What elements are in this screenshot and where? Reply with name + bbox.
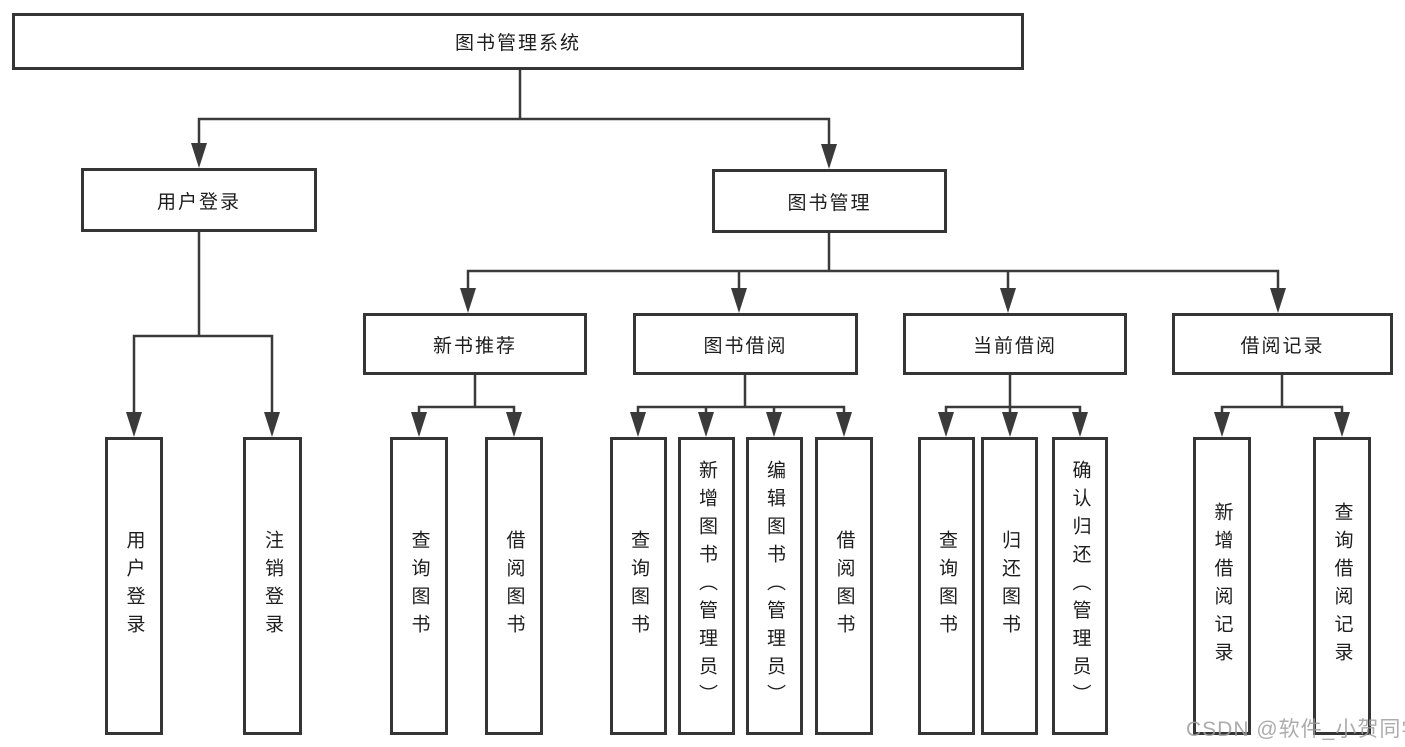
arrowhead-icon: [1270, 288, 1286, 313]
node-query-book-current: 查询图书: [918, 437, 975, 735]
connector-records-children: [1220, 373, 1344, 417]
arrowhead-icon: [506, 412, 522, 437]
node-new-book-recommendation: 新书推荐: [363, 313, 587, 375]
arrowhead-icon: [460, 288, 476, 313]
node-book-management: 图书管理: [712, 169, 947, 233]
connector-newbook-children: [417, 373, 516, 417]
arrowhead-icon: [264, 412, 280, 437]
arrowhead-icon: [1214, 412, 1230, 437]
node-query-book-borrowing: 查询图书: [610, 437, 667, 735]
watermark: CSDN @软件_小贺同学: [1186, 718, 1405, 741]
connector-book-mgmt-to-level3: [466, 231, 1280, 293]
node-book-borrowing: 图书借阅: [633, 313, 858, 375]
node-borrow-book-recommend: 借阅图书: [485, 437, 543, 735]
arrowhead-icon: [1334, 412, 1350, 437]
node-query-borrow-record: 查询借阅记录: [1313, 437, 1371, 735]
arrowhead-icon: [821, 144, 837, 169]
node-user-login-leaf: 用户登录: [105, 437, 163, 735]
node-confirm-return-admin: 确认归还（管理员）: [1052, 437, 1108, 735]
node-user-login: 用户登录: [81, 168, 317, 232]
connector-borrowing-children: [636, 373, 846, 417]
arrowhead-icon: [766, 412, 782, 437]
arrowhead-icon: [630, 412, 646, 437]
node-query-book-recommend: 查询图书: [390, 437, 448, 735]
node-borrow-book-borrowing: 借阅图书: [815, 437, 873, 735]
connector-root-to-level2: [197, 68, 831, 148]
arrowhead-icon: [126, 412, 142, 437]
arrowhead-icon: [731, 288, 747, 313]
arrowhead-icon: [1000, 288, 1016, 313]
node-borrowing-records: 借阅记录: [1172, 313, 1393, 375]
node-edit-book-admin: 编辑图书（管理员）: [746, 437, 803, 735]
node-add-borrow-record: 新增借阅记录: [1193, 437, 1251, 735]
connector-current-children: [944, 373, 1082, 417]
node-current-borrowing: 当前借阅: [903, 313, 1127, 375]
node-return-book: 归还图书: [981, 437, 1038, 735]
arrowhead-icon: [698, 412, 714, 437]
arrowheads: [126, 143, 1350, 437]
node-logout-leaf: 注销登录: [243, 437, 302, 735]
node-root-system: 图书管理系统: [12, 13, 1024, 70]
arrowhead-icon: [938, 412, 954, 437]
node-add-book-admin: 新增图书（管理员）: [678, 437, 735, 735]
arrowhead-icon: [1072, 412, 1088, 437]
arrowhead-icon: [836, 412, 852, 437]
arrowhead-icon: [191, 143, 207, 168]
connector-user-login-children: [132, 230, 274, 417]
arrowhead-icon: [411, 412, 427, 437]
arrowhead-icon: [1002, 412, 1018, 437]
